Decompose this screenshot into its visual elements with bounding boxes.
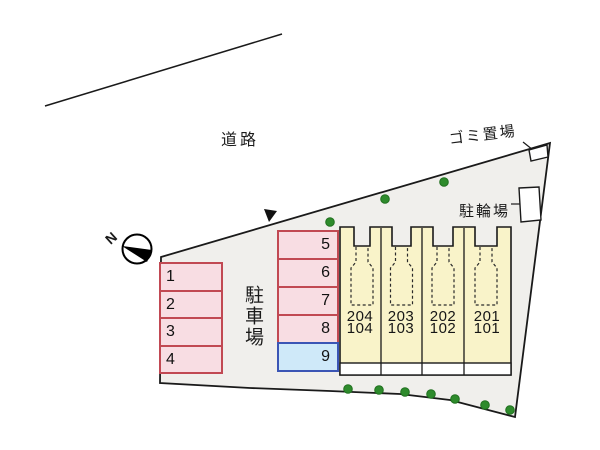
compass-needle-icon (122, 246, 152, 262)
parking-space-number: 3 (166, 323, 175, 340)
unit-number-upper: 202 (429, 308, 457, 325)
parking-space-number: 7 (321, 292, 330, 309)
parking-space (159, 262, 223, 292)
parking-space-number: 9 (321, 348, 330, 365)
parking-space (159, 290, 223, 319)
unit-number-lower: 103 (387, 320, 415, 337)
shrub-icon (439, 177, 449, 187)
entrance-arrow-icon (264, 209, 277, 222)
parking-space-number: 6 (321, 264, 330, 281)
parking-space-number: 5 (321, 236, 330, 253)
shrub-icon (426, 389, 436, 399)
shrub-icon (505, 405, 515, 415)
parking-space (277, 286, 339, 316)
bicycle-parking-label: 駐輪場 (459, 203, 511, 220)
shrub-icon (450, 394, 460, 404)
road-edge-line (44, 33, 283, 107)
unit-number-upper: 201 (473, 308, 501, 325)
parking-space-highlighted (277, 342, 339, 372)
parking-space (277, 230, 339, 260)
garbage-area-box (528, 144, 549, 162)
shrub-icon (325, 217, 335, 227)
parking-space-number: 1 (166, 268, 175, 285)
building-outline (339, 226, 512, 376)
parking-space (159, 345, 223, 374)
parking-space-number: 4 (166, 351, 175, 368)
unit-label: 204 104 (339, 308, 381, 337)
shrub-icon (480, 400, 490, 410)
unit-number-lower: 104 (346, 320, 374, 337)
road-label: 道路 (221, 132, 260, 149)
shrub-icon (374, 385, 384, 395)
unit-number-upper: 204 (346, 308, 374, 325)
unit-number-lower: 101 (473, 320, 501, 337)
shrub-icon (400, 387, 410, 397)
parking-space-number: 2 (166, 296, 175, 313)
parking-space (277, 258, 339, 288)
building-porch-strip (339, 362, 512, 376)
shrub-icon (343, 384, 353, 394)
unit-number-lower: 102 (429, 320, 457, 337)
parking-area-label: 駐車場 (242, 285, 263, 348)
bicycle-parking-box (518, 186, 542, 223)
unit-label: 201 101 (466, 308, 508, 337)
parking-space-number: 8 (321, 320, 330, 337)
unit-number-upper: 203 (387, 308, 415, 325)
shrub-icon (380, 194, 390, 204)
unit-label: 203 103 (380, 308, 422, 337)
unit-label: 202 102 (422, 308, 464, 337)
